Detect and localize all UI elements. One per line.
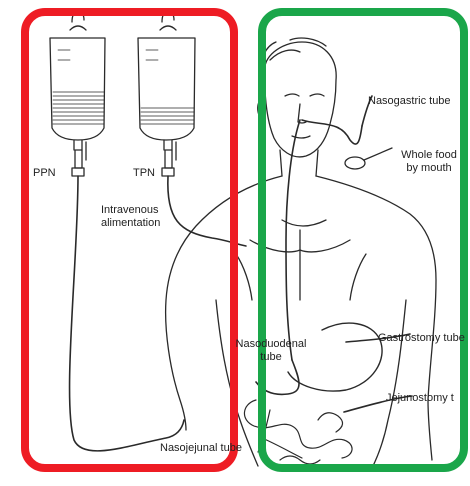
parenteral-routes-box	[25, 12, 234, 468]
label-gastrostomy-tube: Gastrostomy tube	[378, 332, 465, 345]
label-tpn: TPN	[133, 167, 155, 180]
label-whole-food: Whole food by mouth	[394, 149, 464, 175]
label-nasoduodenal-tube: Nasoduodenal tube	[232, 338, 310, 364]
patient-torso	[166, 176, 436, 468]
label-ppn: PPN	[33, 167, 56, 180]
tpn-bag-icon	[138, 12, 195, 176]
label-nasogastric-tube: Nasogastric tube	[368, 95, 451, 108]
ppn-bag-icon	[50, 12, 105, 176]
label-nasojejunal-tube: Nasojejunal tube	[160, 442, 242, 455]
spoon-icon	[345, 148, 392, 169]
label-intravenous-alimentation: Intravenous alimentation	[101, 204, 191, 230]
label-jejunostomy-tube: Jejunostomy t	[386, 392, 454, 405]
patient-head	[258, 38, 336, 176]
